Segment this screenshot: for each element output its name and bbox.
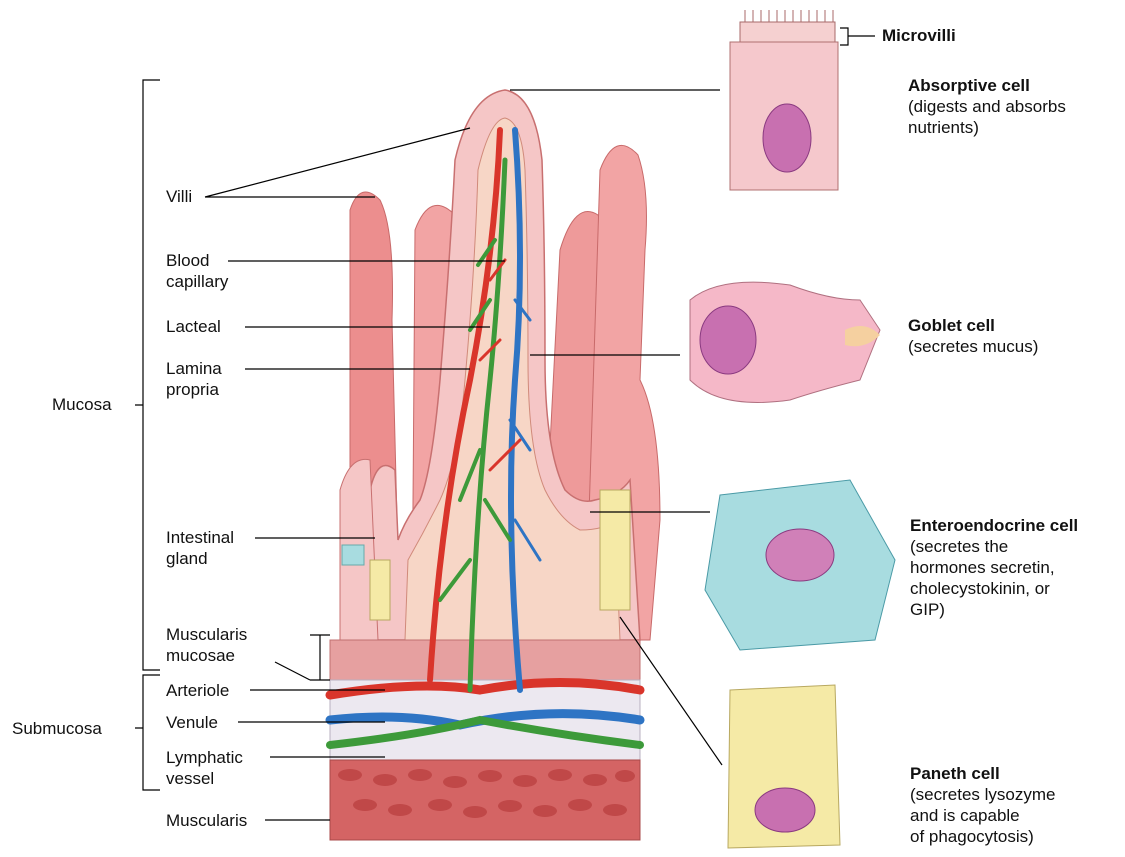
label-lacteal: Lacteal (166, 316, 221, 337)
muscularis-mucosae-layer (330, 640, 640, 680)
goblet-cell-caption: Goblet cell (secretes mucus) (908, 315, 1038, 357)
label-microvilli: Microvilli (882, 25, 956, 46)
enteroendocrine-cell-title: Enteroendocrine cell (910, 515, 1078, 536)
goblet-cell-title: Goblet cell (908, 315, 1038, 336)
enteroendocrine-cell-illustration (705, 480, 895, 650)
paneth-cell-caption: Paneth cell (secretes lysozyme and is ca… (910, 763, 1055, 847)
enteroendocrine-cell-desc: (secretes the hormones secretin, cholecy… (910, 536, 1078, 620)
label-mucosa: Mucosa (52, 394, 112, 415)
absorptive-cell-illustration (730, 10, 838, 190)
enteroendocrine-cell-caption: Enteroendocrine cell (secretes the hormo… (910, 515, 1078, 620)
absorptive-cell-title: Absorptive cell (908, 75, 1066, 96)
goblet-cell-desc: (secretes mucus) (908, 336, 1038, 357)
absorptive-cell-caption: Absorptive cell (digests and absorbs nut… (908, 75, 1066, 138)
label-lamina-propria: Lamina propria (166, 358, 222, 400)
label-blood-capillary: Blood capillary (166, 250, 228, 292)
label-venule: Venule (166, 712, 218, 733)
paneth-cell-illustration (728, 685, 840, 848)
goblet-cell-illustration (690, 282, 880, 402)
paneth-cell-desc: (secretes lysozyme and is capable of pha… (910, 784, 1055, 847)
layer-brackets (135, 80, 160, 790)
label-lymphatic-vessel: Lymphatic vessel (166, 747, 243, 789)
absorptive-cell-desc: (digests and absorbs nutrients) (908, 96, 1066, 138)
label-arteriole: Arteriole (166, 680, 229, 701)
label-muscularis-mucosae: Muscularis mucosae (166, 624, 247, 666)
label-muscularis: Muscularis (166, 810, 247, 831)
label-villi: Villi (166, 186, 192, 207)
paneth-cell-title: Paneth cell (910, 763, 1055, 784)
label-intestinal-gland: Intestinal gland (166, 527, 234, 569)
label-submucosa: Submucosa (12, 718, 102, 739)
